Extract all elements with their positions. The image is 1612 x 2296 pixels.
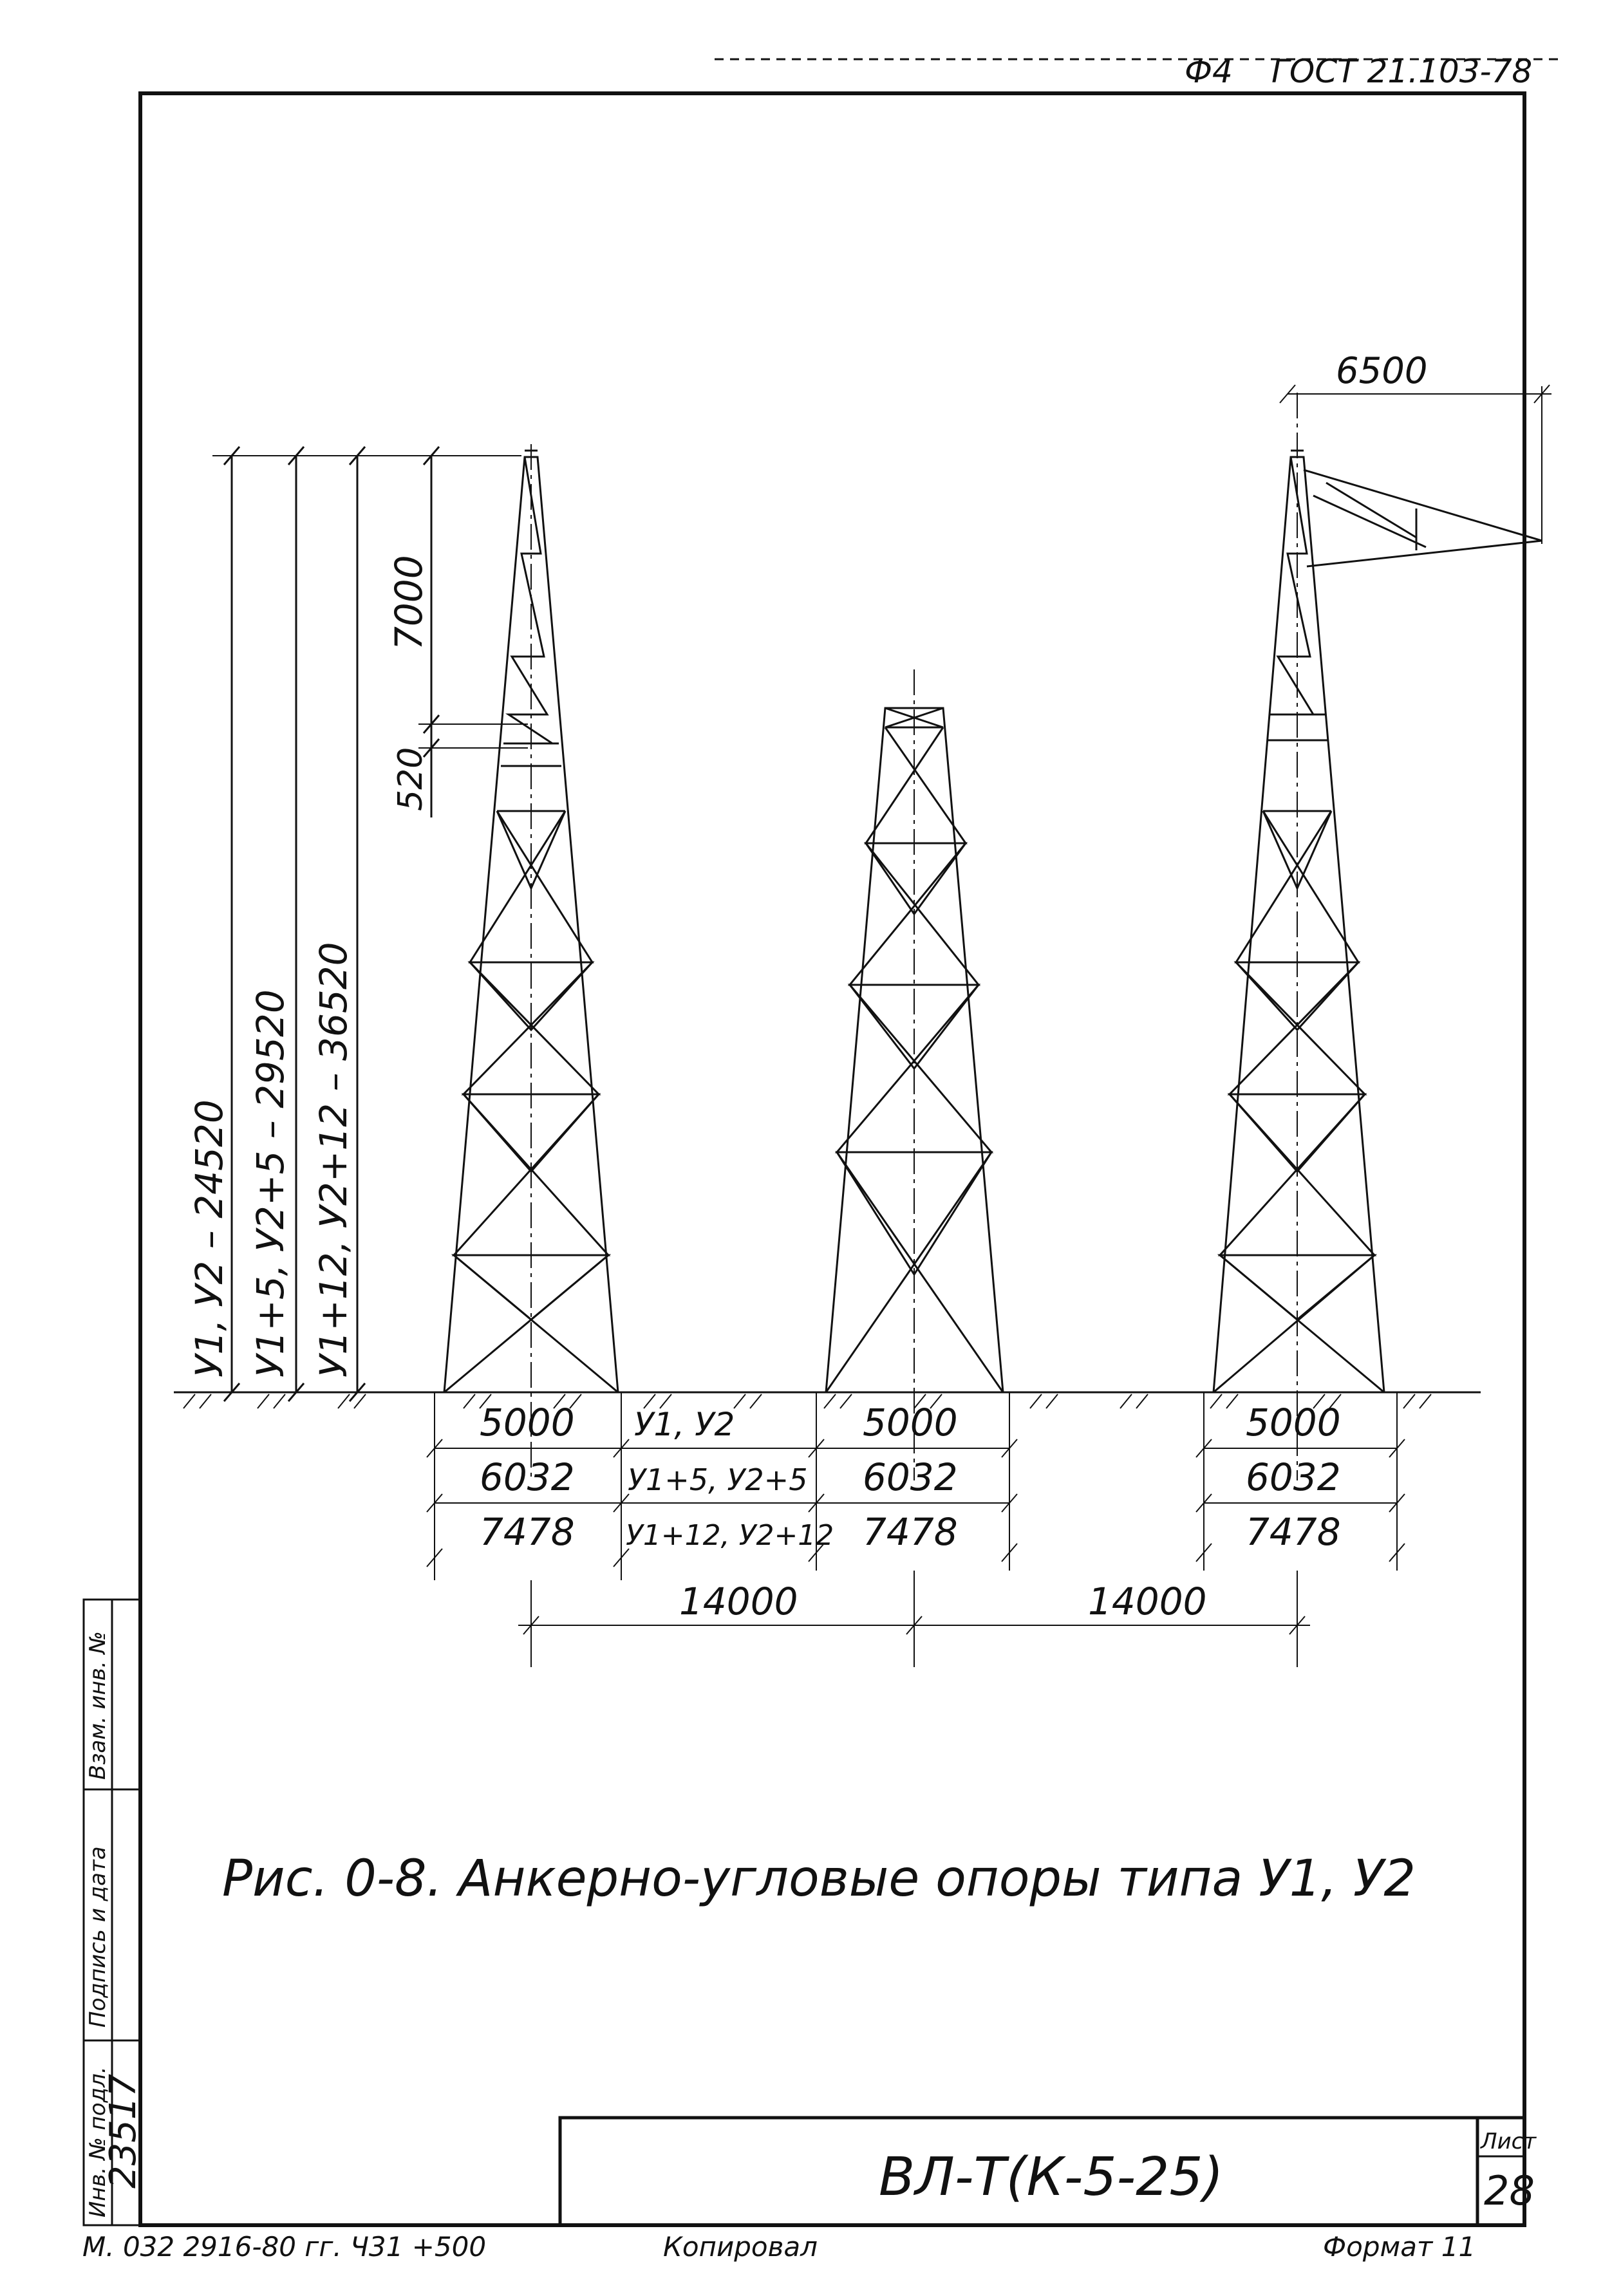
height-label-u1: У1, У2 – 24520	[187, 1099, 231, 1377]
title-block	[558, 2116, 1526, 2227]
base-width-5000-left: 5000	[480, 1401, 575, 1444]
base-width-7478-center: 7478	[863, 1510, 958, 1554]
height-label-u1-12: У1+12, У2+12 – 36520	[312, 942, 355, 1377]
footer-order: М. 032 2916-80 гг. Ч31 +500	[82, 2231, 486, 2263]
ground-hatch	[183, 1394, 1432, 1409]
top-section-dimension: 7000	[387, 555, 431, 650]
base-width-5000-right: 5000	[1246, 1401, 1341, 1444]
footer-copied: Копировал	[663, 2231, 818, 2263]
variant-u1-5: У1+5, У2+5	[628, 1462, 807, 1497]
base-width-5000-center: 5000	[863, 1401, 958, 1444]
traverse-dimension	[1279, 384, 1551, 544]
footer-format: Формат 11	[1323, 2231, 1476, 2263]
base-width-7478-right: 7478	[1246, 1510, 1341, 1554]
variant-u1: У1, У2	[634, 1406, 735, 1443]
traverse-label: 6500	[1336, 350, 1428, 392]
height-label-u1-5: У1+5, У2+5 – 29520	[248, 989, 292, 1377]
document-designation: ВЛ-Т(К-5-25)	[879, 2147, 1223, 2208]
span-left: 14000	[679, 1580, 798, 1623]
traverse-arm	[1303, 469, 1542, 568]
tower-left	[443, 444, 619, 1480]
span-dimension-line	[518, 1571, 1310, 1667]
step-dimension: 520	[391, 747, 430, 811]
side-stamp	[82, 1598, 142, 2226]
span-right: 14000	[1088, 1580, 1207, 1623]
height-dimensions	[212, 446, 528, 1402]
tower-right	[1212, 393, 1542, 1480]
base-table-lines	[426, 1392, 1405, 1580]
inv-podl-label: Инв. № подл.	[85, 2066, 111, 2217]
sheet-label: Лист	[1479, 2129, 1537, 2154]
base-width-6032-right: 6032	[1246, 1455, 1341, 1499]
variant-u1-12: У1+12, У2+12	[626, 1519, 834, 1552]
figure-caption: Рис. 0-8. Анкерно-угловые опоры типа У1,…	[222, 1850, 1416, 1908]
base-width-6032-center: 6032	[863, 1455, 958, 1499]
sign-date-label: Подпись и дата	[85, 1846, 111, 2028]
base-width-6032-left: 6032	[480, 1455, 575, 1499]
vzam-inv-label: Взам. инв. №	[85, 1631, 111, 1780]
base-width-7478-left: 7478	[480, 1510, 575, 1554]
tower-center	[825, 669, 1004, 1480]
inv-podl-value: 23517	[102, 2073, 144, 2189]
sheet-number: 28	[1484, 2167, 1535, 2214]
